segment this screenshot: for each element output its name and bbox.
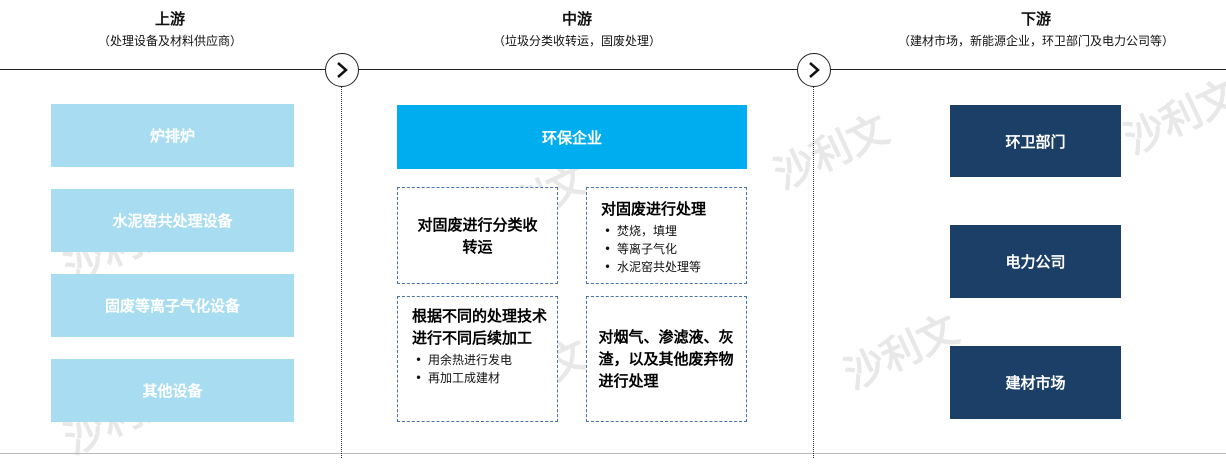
chevron-right-icon (325, 53, 359, 87)
column-separator (341, 86, 342, 458)
footer-divider (0, 453, 1226, 454)
process-box-title: 根据不同的处理技术进行不同后续加工 (412, 307, 548, 347)
header-divider (0, 69, 1226, 70)
watermark: 沙利文 (1117, 71, 1226, 164)
process-box-title: 对固废进行处理 (601, 200, 707, 218)
bullet-item: 水泥窑共处理等 (601, 258, 746, 276)
process-box-title: 对烟气、渗滤液、灰渣，以及其他废弃物进行处理 (598, 328, 734, 390)
process-box-sorting: 对固废进行分类收转运 (397, 187, 558, 284)
watermark: 沙利文 (767, 106, 896, 199)
upstream-item: 水泥窑共处理设备 (51, 189, 294, 252)
midstream-header: 环保企业 (397, 105, 747, 169)
downstream-item: 电力公司 (950, 225, 1121, 298)
downstream-item: 环卫部门 (950, 105, 1121, 177)
bullet-item: 等离子气化 (601, 240, 746, 258)
upstream-item: 其他设备 (51, 359, 294, 422)
upstream-subtitle: （处理设备及材料供应商） (97, 34, 242, 48)
upstream-item: 固废等离子气化设备 (51, 274, 294, 337)
bullet-list: 用余热进行发电 再加工成建材 (412, 351, 557, 387)
midstream-title: 中游 (561, 10, 592, 28)
upstream-item: 炉排炉 (51, 104, 294, 167)
downstream-item: 建材市场 (950, 346, 1121, 419)
bullet-item: 焚烧，填埋 (601, 222, 746, 240)
downstream-title: 下游 (1020, 10, 1051, 28)
column-separator (813, 86, 814, 458)
chevron-right-icon (797, 53, 831, 87)
bullet-item: 再加工成建材 (412, 369, 557, 387)
downstream-subtitle: （建材市场，新能源企业，环卫部门及电力公司等） (897, 34, 1174, 48)
upstream-title: 上游 (154, 10, 185, 28)
process-box-treatment: 对固废进行处理 焚烧，填埋 等离子气化 水泥窑共处理等 (586, 187, 747, 284)
process-box-emissions: 对烟气、渗滤液、灰渣，以及其他废弃物进行处理 (586, 296, 747, 422)
process-box-title: 对固废进行分类收转运 (417, 215, 538, 256)
watermark: 沙利文 (837, 306, 966, 399)
bullet-item: 用余热进行发电 (412, 351, 557, 369)
process-box-postprocessing: 根据不同的处理技术进行不同后续加工 用余热进行发电 再加工成建材 (397, 296, 558, 422)
midstream-subtitle: （垃圾分类收转运，固废处理） (492, 34, 661, 48)
bullet-list: 焚烧，填埋 等离子气化 水泥窑共处理等 (601, 222, 746, 276)
